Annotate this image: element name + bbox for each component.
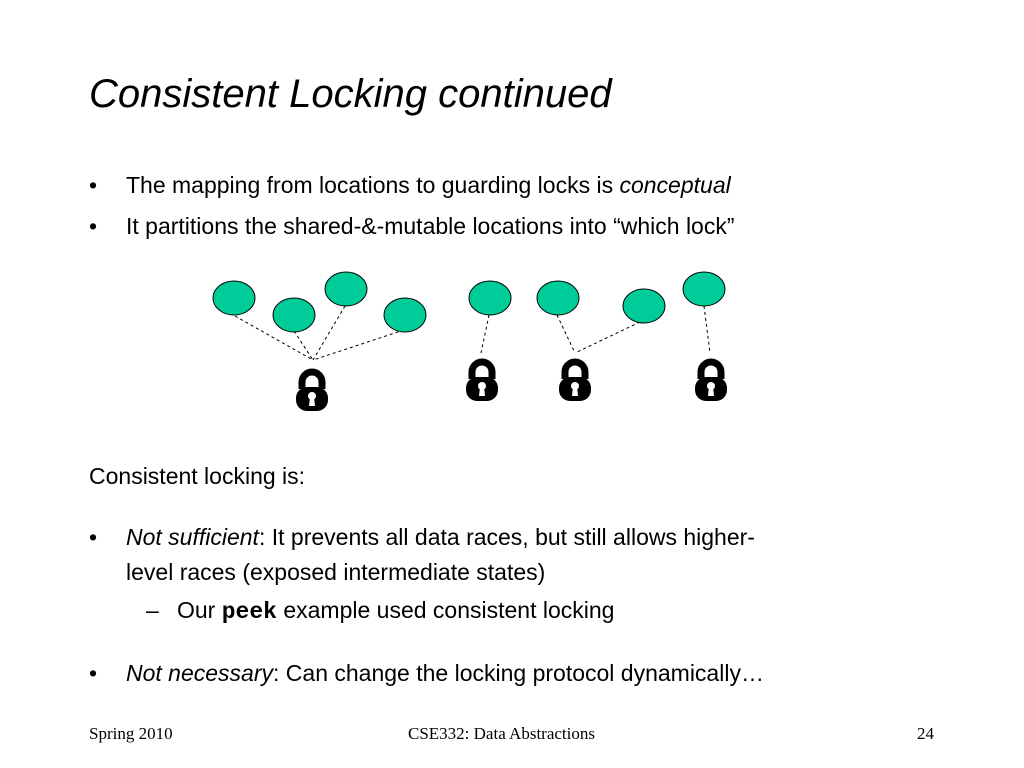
location-node	[324, 271, 368, 307]
location-node	[468, 280, 512, 316]
sub-bullet-peek: – Our peek example used consistent locki…	[146, 597, 614, 625]
bullet-text: : It prevents all data races, but still …	[258, 524, 755, 550]
connector-lines	[234, 305, 711, 361]
connector-line	[574, 321, 641, 354]
location-node	[622, 288, 666, 324]
locations	[212, 271, 726, 333]
padlock-icon	[296, 372, 328, 411]
footer-course: CSE332: Data Abstractions	[408, 724, 595, 743]
code-peek: peek	[221, 599, 277, 625]
connector-line	[556, 314, 576, 354]
bullet-marker: •	[89, 213, 98, 239]
padlock-icon	[466, 362, 498, 401]
bullet-emphasis: Not sufficient	[126, 524, 259, 550]
sub-bullet-marker: –	[146, 597, 159, 623]
connector-line	[293, 330, 314, 361]
bullet-emphasis: Not necessary	[126, 660, 274, 686]
bullet-marker: •	[89, 524, 98, 550]
connector-line	[480, 314, 490, 354]
sub-bullet-prefix: Our	[177, 597, 222, 623]
footer-date: Spring 2010	[89, 724, 173, 743]
bullet-text: It partitions the shared-&-mutable locat…	[126, 213, 735, 239]
location-node	[212, 280, 256, 316]
slide-title: Consistent Locking continued	[89, 72, 612, 116]
bullet-continuation: level races (exposed intermediate states…	[126, 559, 546, 585]
bullet-text: The mapping from locations to guarding l…	[126, 172, 620, 198]
location-node	[383, 297, 427, 333]
location-node	[682, 271, 726, 307]
location-node	[536, 280, 580, 316]
padlock-icon	[559, 362, 591, 401]
footer-page-number: 24	[917, 724, 934, 743]
connector-line	[312, 305, 346, 361]
padlock-icon	[695, 362, 727, 401]
bullet-marker: •	[89, 660, 98, 686]
bullet-text: : Can change the locking protocol dynami…	[273, 660, 764, 686]
consistent-locking-intro: Consistent locking is:	[89, 463, 306, 489]
sub-bullet-suffix: example used consistent locking	[276, 597, 615, 623]
connector-line	[312, 329, 405, 361]
location-node	[272, 297, 316, 333]
connector-line	[703, 305, 711, 354]
bullet-emphasis: conceptual	[619, 172, 731, 198]
bullet-marker: •	[89, 172, 98, 198]
connector-line	[234, 315, 314, 361]
